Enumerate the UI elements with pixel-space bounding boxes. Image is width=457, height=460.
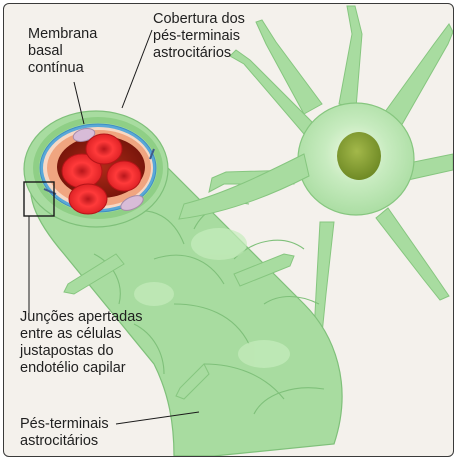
- capillary-cross-section: [24, 111, 168, 227]
- label-pes-terminais-astrocitarios: Pés-terminais astrocitários: [20, 416, 109, 450]
- figure-frame: Membrana basal contínua Cobertura dos pé…: [3, 3, 454, 457]
- soma-to-vessel-process: [179, 154, 309, 219]
- label-membrana-basal: Membrana basal contínua: [28, 26, 97, 77]
- label-cobertura-pes-terminais: Cobertura dos pés-terminais astrocitário…: [153, 11, 245, 62]
- label-juncoes-apertadas: Junções apertadas entre as células justa…: [20, 309, 143, 377]
- astrocyte-nucleus: [337, 132, 381, 180]
